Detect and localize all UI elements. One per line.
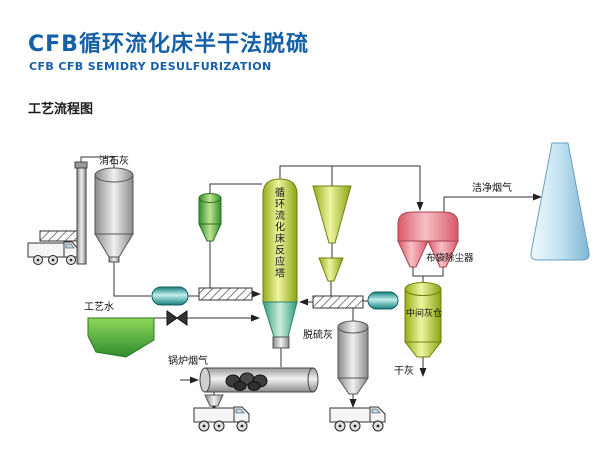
screw-conveyor-2 bbox=[312, 295, 364, 309]
dry-ash-label: 干灰 bbox=[394, 364, 414, 377]
rotary-feeder-1 bbox=[151, 286, 189, 306]
intermediate-silo-body bbox=[404, 288, 442, 343]
wheel-hub bbox=[240, 424, 244, 428]
wheel-hub bbox=[36, 258, 40, 262]
feed-bin-cone bbox=[198, 223, 222, 242]
tower-body bbox=[262, 178, 298, 303]
wheel-hub bbox=[202, 424, 206, 428]
wheel-hub bbox=[51, 258, 55, 262]
bag-filter-hopper bbox=[397, 240, 429, 268]
wheel-hub bbox=[338, 424, 342, 428]
pipe-feedbin-vent bbox=[209, 183, 262, 197]
lime-silo-label: 消石灰 bbox=[99, 154, 129, 167]
elevator-cap bbox=[74, 161, 88, 169]
bag-filter-label: 布袋除尘器 bbox=[426, 252, 474, 264]
ash-truck-1 bbox=[193, 406, 250, 432]
valve-half bbox=[176, 310, 188, 326]
section-label-flow-diagram: 工艺流程图 bbox=[28, 102, 94, 117]
pipe-bagfilter-hoppers bbox=[412, 267, 444, 277]
tower-outlet bbox=[272, 336, 290, 349]
process-water-valve bbox=[166, 310, 188, 326]
silo-cone bbox=[94, 233, 134, 258]
truck-window bbox=[371, 408, 381, 414]
valve-half bbox=[166, 310, 178, 326]
tower-cone bbox=[262, 301, 298, 338]
wheel-hub bbox=[217, 424, 221, 428]
elevator-body bbox=[76, 167, 87, 265]
truck-bed bbox=[329, 407, 371, 423]
truck-loading-hopper bbox=[204, 394, 224, 407]
rotary-feeder-2 bbox=[367, 291, 399, 310]
wheel-hub bbox=[353, 424, 357, 428]
screw-conveyor-1 bbox=[198, 287, 253, 301]
chimney-stack bbox=[530, 142, 590, 261]
wheel-hub bbox=[376, 424, 380, 428]
intermediate-silo-dome bbox=[404, 282, 442, 296]
boiler-flue-gas-duct bbox=[199, 367, 319, 393]
pipe-silo-to-feeder bbox=[113, 262, 151, 297]
intermediate-ash-silo-label: 中间灰仓 bbox=[406, 307, 442, 319]
duct-material bbox=[233, 381, 247, 391]
pipe-clean-gas-to-stack bbox=[443, 193, 542, 212]
truck-window bbox=[235, 408, 245, 414]
ash-silo-body bbox=[337, 326, 369, 379]
truck-bed bbox=[193, 407, 235, 423]
duct-material bbox=[247, 381, 261, 391]
wheel-hub bbox=[69, 258, 73, 262]
lime-feed-bin bbox=[198, 193, 222, 242]
page-title: CFB循环流化床半干法脱硫 bbox=[28, 32, 309, 57]
bucket-elevator bbox=[74, 161, 88, 265]
intermediate-ash-silo: 中间灰仓 bbox=[403, 282, 443, 358]
reactor-tower: 循环流化床反应塔 bbox=[262, 178, 298, 349]
ash-silo-cone bbox=[337, 377, 369, 395]
silo-dome bbox=[94, 167, 134, 183]
bag-filter-hopper bbox=[427, 240, 459, 268]
reactor-tower-label: 循环流化床反应塔 bbox=[275, 186, 285, 280]
truck-loading-conveyor bbox=[39, 230, 83, 242]
silo-outlet bbox=[108, 256, 120, 263]
bag-filter-body bbox=[397, 211, 459, 242]
bag-filter bbox=[397, 211, 459, 268]
lime-delivery-truck bbox=[27, 241, 79, 265]
desulfurized-ash-label: 脱硫灰 bbox=[303, 328, 333, 341]
silo-body bbox=[94, 174, 134, 235]
feed-bin-top bbox=[198, 193, 222, 203]
recycle-cyclone bbox=[312, 185, 352, 244]
process-water-tank bbox=[87, 317, 155, 358]
desulfurized-ash-silo bbox=[337, 320, 369, 395]
truck-bed bbox=[27, 242, 65, 258]
page-subtitle: CFB CFB SEMIDRY DESULFURIZATION bbox=[29, 60, 272, 73]
clean-flue-gas-label: 洁净烟气 bbox=[472, 181, 512, 194]
ash-silo-dome bbox=[337, 320, 369, 334]
boiler-flue-gas-label: 锅炉烟气 bbox=[168, 354, 208, 367]
intermediate-silo-cone bbox=[403, 341, 443, 358]
duct-end bbox=[307, 367, 319, 393]
recycle-hopper bbox=[318, 257, 344, 282]
process-water-label: 工艺水 bbox=[84, 301, 114, 313]
truck-window bbox=[65, 243, 75, 249]
ash-truck-2 bbox=[329, 406, 386, 432]
duct-end bbox=[199, 367, 211, 393]
pipe-tower-to-bagfilter bbox=[279, 165, 424, 211]
lime-silo bbox=[94, 167, 134, 263]
